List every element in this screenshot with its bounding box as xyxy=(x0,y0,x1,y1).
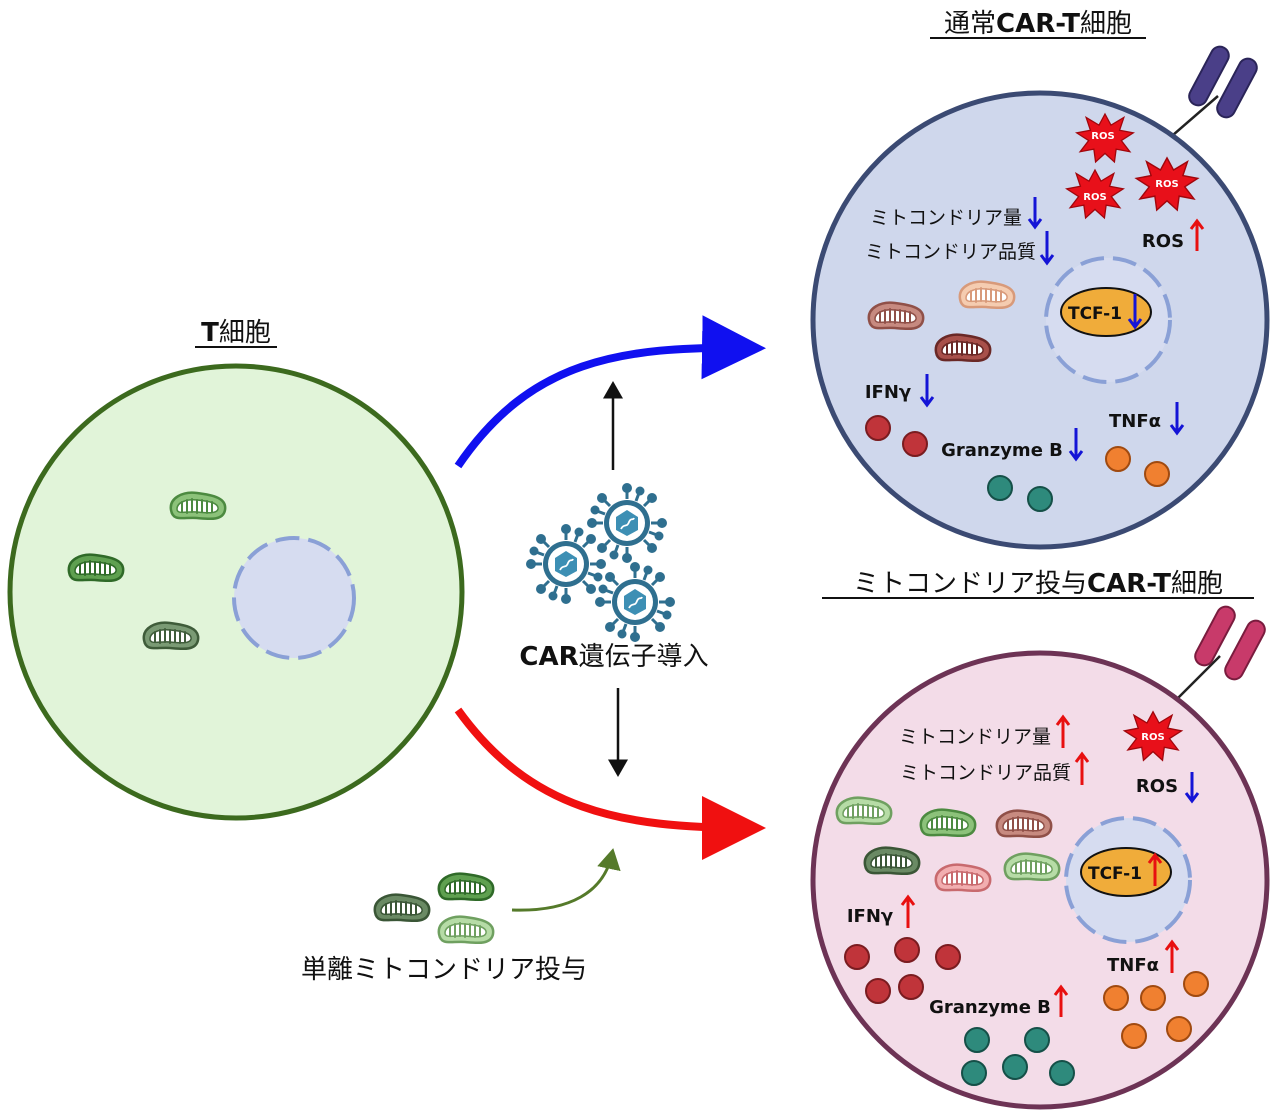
granzyme-molecule xyxy=(1049,1060,1075,1086)
tnfa-label: TNFα xyxy=(1109,411,1161,432)
tnfa-label: TNFα xyxy=(1107,955,1159,976)
ifng-molecule xyxy=(865,415,891,441)
mito-quality-label: ミトコンドリア品質 xyxy=(900,762,1071,784)
mito-amount-label: ミトコンドリア量 xyxy=(899,726,1051,748)
down-arrow-icon xyxy=(1068,428,1084,462)
mitochondrion-icon xyxy=(68,554,124,581)
mitochondrion-icon xyxy=(170,492,226,519)
tcf1-label: TCF-1 xyxy=(1088,864,1142,884)
down-arrow-icon xyxy=(1039,231,1055,266)
mito-car-t-cell xyxy=(810,605,1270,1110)
ros-badge: ROS xyxy=(1155,179,1178,190)
ros-badge: ROS xyxy=(1091,131,1114,142)
mitochondrion-icon xyxy=(959,281,1015,308)
ifng-label: IFNγ xyxy=(865,382,911,403)
ifng-molecule xyxy=(935,944,961,970)
normal-car-t-title: 通常CAR-T細胞 xyxy=(944,9,1132,39)
mito-car-t-title: ミトコンドリア投与CAR-T細胞 xyxy=(853,569,1223,599)
up-arrow-icon xyxy=(1189,218,1205,251)
mitochondrion-icon xyxy=(868,302,924,329)
t-cell-title: T細胞 xyxy=(201,318,271,348)
mitochondrion-icon xyxy=(438,916,494,943)
ros-badge: ROS xyxy=(1141,732,1164,743)
receptor-icon xyxy=(1188,45,1230,107)
isolated-mitochondria xyxy=(374,873,494,943)
up-arrow-icon xyxy=(1164,939,1180,973)
receptor-icon xyxy=(1216,57,1258,119)
mito-quality-label: ミトコンドリア品質 xyxy=(865,241,1036,263)
ifng-label: IFNγ xyxy=(847,906,893,927)
granzyme-molecule xyxy=(964,1027,990,1053)
tcf1-marker xyxy=(1060,287,1152,337)
mitochondrion-icon xyxy=(935,864,991,891)
mitochondrion-icon xyxy=(836,797,892,824)
mitochondrion-icon xyxy=(996,810,1052,837)
mito-administration-label: 単離ミトコンドリア投与 xyxy=(301,955,587,985)
ifng-molecule xyxy=(865,978,891,1004)
tnfa-molecule xyxy=(1140,985,1166,1011)
indicator-arrows-mito xyxy=(900,714,1200,1017)
ifng-molecule xyxy=(898,974,924,1000)
down-arrow-icon xyxy=(1027,197,1043,230)
t-cell xyxy=(7,363,465,821)
mitochondrion-icon xyxy=(920,809,976,836)
blue-pathway-arrow xyxy=(454,315,766,469)
down-arrow-icon xyxy=(919,374,935,408)
down-arrow-icon xyxy=(1127,294,1143,330)
up-arrow-icon xyxy=(1053,984,1069,1017)
granzyme-molecule xyxy=(1002,1054,1028,1080)
mito-amount-label: ミトコンドリア量 xyxy=(870,207,1022,229)
granzyme-molecule xyxy=(987,475,1013,501)
car-transduction-label: CAR遺伝子導入 xyxy=(519,642,708,672)
indicator-arrows-normal xyxy=(919,197,1205,462)
mitochondrion-icon xyxy=(864,847,920,874)
virus-icon xyxy=(587,483,667,563)
receptor-stalk xyxy=(1177,655,1221,699)
receptor-icon xyxy=(1194,605,1236,667)
granzyme-molecule xyxy=(1024,1027,1050,1053)
ifng-molecule xyxy=(902,431,928,457)
mitochondrion-icon xyxy=(438,873,494,900)
red-pathway-arrow xyxy=(454,707,766,860)
tnfa-molecule xyxy=(1166,1016,1192,1042)
tnfa-molecule xyxy=(1183,971,1209,997)
ros-label: ROS xyxy=(1142,231,1184,252)
up-arrow-icon xyxy=(1074,751,1090,785)
granzyme-molecule xyxy=(1027,486,1053,512)
tcf1-marker xyxy=(1080,847,1172,897)
tnfa-molecule xyxy=(1144,461,1170,487)
tnfa-molecule xyxy=(1103,985,1129,1011)
normal-car-t-cell xyxy=(810,45,1270,550)
mitochondrion-icon xyxy=(374,894,430,921)
ros-badge: ROS xyxy=(1083,192,1106,203)
tcf1-label: TCF-1 xyxy=(1068,304,1122,324)
up-arrow-icon xyxy=(1147,852,1163,886)
ros-label: ROS xyxy=(1136,776,1178,797)
granzyme-label: Granzyme B xyxy=(929,997,1051,1018)
administration-arrow xyxy=(511,848,621,912)
up-arrow-icon xyxy=(1055,714,1071,748)
down-arrow-icon xyxy=(1169,402,1185,436)
down-arrow-icon xyxy=(1184,772,1200,804)
mitochondrion-icon xyxy=(935,334,991,361)
ifng-molecule xyxy=(844,944,870,970)
receptor-icon xyxy=(1224,619,1266,681)
ifng-molecule xyxy=(894,937,920,963)
tnfa-molecule xyxy=(1121,1023,1147,1049)
t-cell-nucleus xyxy=(232,536,356,660)
virus-icon xyxy=(526,524,606,604)
granzyme-molecule xyxy=(961,1060,987,1086)
normal-cell-membrane xyxy=(810,90,1270,550)
virus-icon xyxy=(595,562,675,642)
granzyme-label: Granzyme B xyxy=(941,440,1063,461)
up-arrow-icon xyxy=(900,894,916,928)
mitochondrion-icon xyxy=(1004,853,1060,880)
mitochondrion-icon xyxy=(143,622,199,649)
tnfa-molecule xyxy=(1105,446,1131,472)
